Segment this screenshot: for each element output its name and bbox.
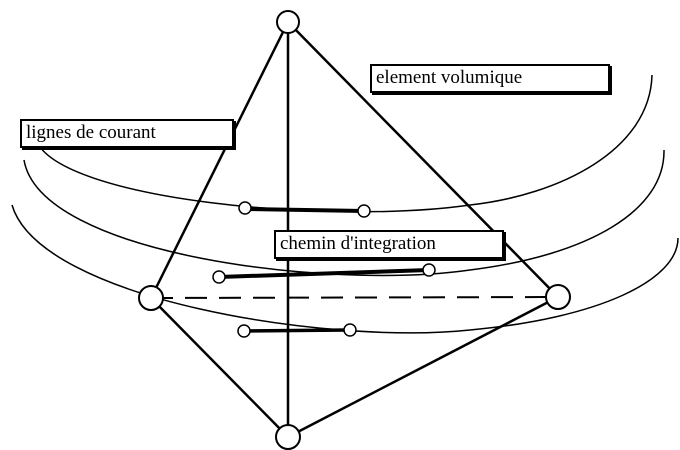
integration-segment-top bbox=[244, 207, 365, 213]
streamline-3 bbox=[11, 204, 679, 334]
integration-endpoints bbox=[212, 201, 436, 338]
edge-right-bottom bbox=[287, 295, 559, 439]
streamline-2 bbox=[23, 149, 665, 277]
streamline-1 bbox=[35, 74, 653, 213]
vertex-right bbox=[545, 284, 571, 310]
edge-left-right-hidden bbox=[150, 296, 559, 299]
streamlines-label: lignes de courant bbox=[20, 119, 234, 148]
edge-top-right bbox=[287, 21, 559, 298]
endpoint-bottom-right bbox=[343, 323, 357, 337]
edge-left-bottom bbox=[150, 297, 289, 438]
endpoint-middle-left bbox=[212, 270, 226, 284]
endpoint-middle-right bbox=[422, 263, 436, 277]
tetrahedron-vertices bbox=[138, 10, 571, 450]
integration-segment-bottom bbox=[243, 328, 351, 333]
streamlines-group bbox=[11, 74, 679, 334]
vertex-bottom bbox=[275, 424, 301, 450]
endpoint-bottom-left bbox=[237, 324, 251, 338]
tetrahedron-edges bbox=[149, 21, 559, 439]
integration-segment-middle bbox=[218, 268, 430, 279]
endpoint-top-left bbox=[238, 201, 252, 215]
integration-paths bbox=[218, 207, 430, 333]
vertex-top bbox=[276, 10, 300, 34]
edge-top-left bbox=[149, 21, 290, 299]
volume-element-label: element volumique bbox=[370, 64, 610, 93]
endpoint-top-right bbox=[357, 204, 371, 218]
integration-path-label: chemin d'integration bbox=[274, 230, 504, 259]
vertex-left bbox=[138, 285, 164, 311]
